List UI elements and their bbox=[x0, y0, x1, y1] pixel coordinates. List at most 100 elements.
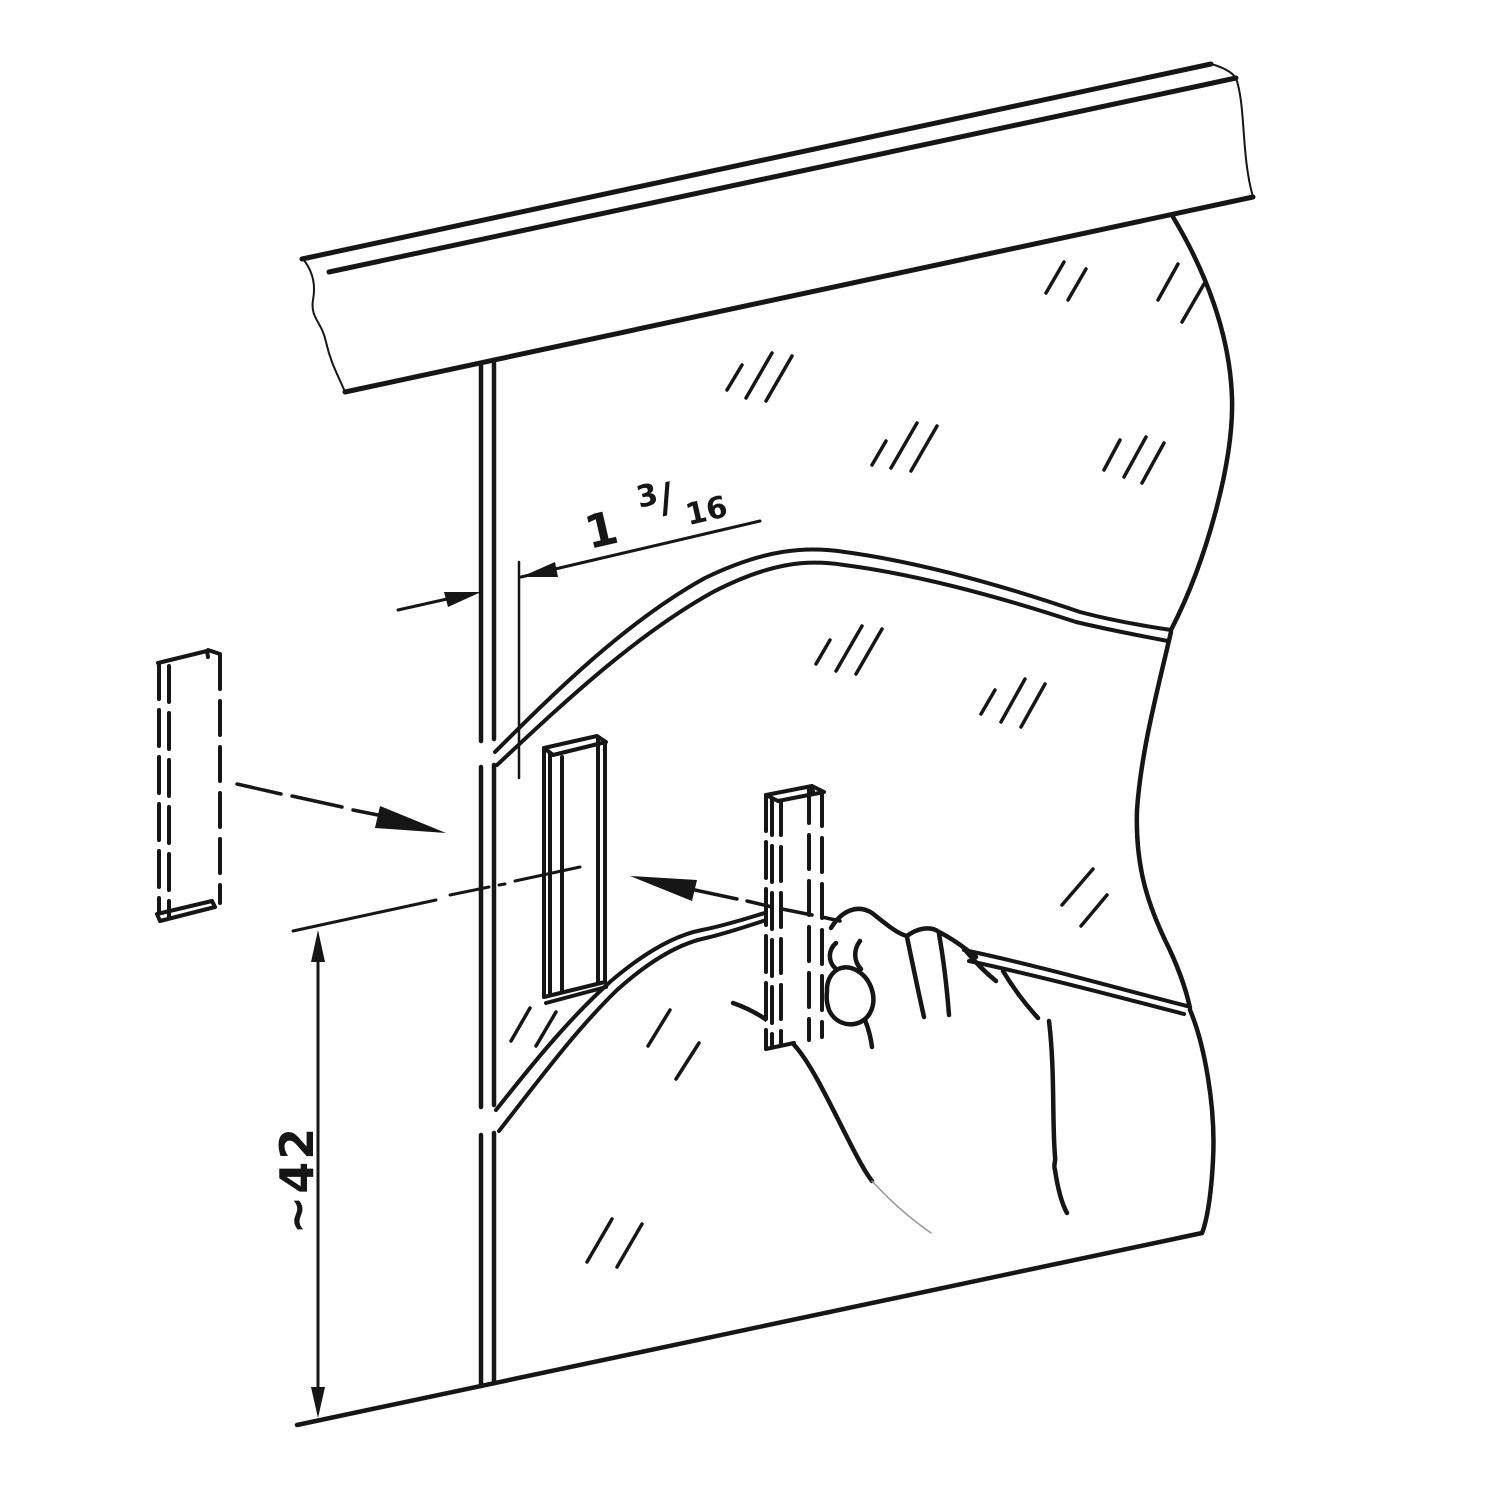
hatch-stroke bbox=[1180, 282, 1206, 324]
arrowhead-icon bbox=[521, 562, 558, 577]
hatch-stroke bbox=[725, 363, 744, 392]
glass-reflection-hatch bbox=[814, 624, 884, 676]
thumb-tip bbox=[824, 965, 876, 1027]
held-clip bbox=[764, 784, 826, 1051]
wrist-right-outline bbox=[1046, 1018, 1070, 1216]
rail-left-break-line bbox=[302, 258, 346, 393]
break-upper-line-2 bbox=[495, 560, 1170, 767]
insertion-arrow-left bbox=[235, 782, 446, 833]
hatch-stroke bbox=[1140, 441, 1166, 485]
glass-right-edge-lower bbox=[1187, 1007, 1216, 1236]
hatch-stroke bbox=[764, 354, 794, 403]
break-lower-left-line-2 bbox=[497, 911, 791, 1133]
fingertip-curl bbox=[1000, 968, 1041, 1021]
glass-break-upper bbox=[493, 547, 1173, 767]
hatch-stroke bbox=[1102, 438, 1122, 472]
glass-break-lower bbox=[494, 904, 1189, 1133]
hatch-stroke bbox=[534, 1010, 558, 1048]
held-clip-body bbox=[766, 791, 824, 1049]
hatch-stroke bbox=[889, 421, 919, 470]
glass-reflection-hatch bbox=[1060, 867, 1109, 928]
break-upper-line-1 bbox=[493, 547, 1173, 754]
glass-reflection-hatch bbox=[870, 421, 939, 473]
finger-crease bbox=[936, 931, 952, 1018]
hatch-stroke bbox=[585, 1217, 614, 1264]
dim-height-label: ~42 bbox=[270, 1126, 324, 1235]
hatch-stroke bbox=[854, 627, 884, 676]
spare-clip bbox=[155, 648, 222, 923]
held-clip-bottom-edge bbox=[764, 1041, 796, 1051]
finger-crease bbox=[904, 934, 927, 1020]
spare-clip-bottom-edge bbox=[155, 899, 217, 923]
arrowhead-icon bbox=[444, 592, 481, 607]
hatch-stroke bbox=[1122, 435, 1148, 479]
hatch-stroke bbox=[1060, 867, 1095, 907]
rail-top-edge bbox=[299, 61, 1214, 262]
break-lower-right-line-1 bbox=[962, 948, 1189, 1008]
glass-bottom-edge bbox=[294, 1230, 1205, 1428]
break-lower-right-line-2 bbox=[967, 959, 1186, 1016]
dimension-width: 1 3 / 16 bbox=[396, 474, 762, 780]
hatch-stroke bbox=[674, 1041, 701, 1081]
thumb-knuckle-crease bbox=[853, 938, 864, 972]
spare-clip-top-edge bbox=[156, 648, 222, 665]
hatch-stroke bbox=[870, 439, 888, 467]
hatch-stroke bbox=[999, 677, 1027, 724]
dim-width-right-line bbox=[519, 519, 762, 579]
glass-reflection-hatch bbox=[1102, 435, 1166, 485]
hatch-stroke bbox=[615, 1222, 644, 1269]
glass-right-edge-middle bbox=[1134, 629, 1193, 1011]
spare-clip-body bbox=[157, 652, 220, 914]
arrow-dash-line bbox=[745, 899, 842, 923]
dim-width-denominator: 16 bbox=[682, 490, 731, 533]
fingertip-curl bbox=[963, 948, 999, 984]
centerline bbox=[291, 865, 582, 933]
glass-reflection-hatch bbox=[509, 1006, 558, 1048]
hatch-stroke bbox=[509, 1006, 532, 1043]
hatch-stroke bbox=[979, 688, 997, 716]
hatch-stroke bbox=[1044, 260, 1066, 295]
glass-reflection-hatch bbox=[1044, 260, 1088, 302]
hatch-stroke bbox=[1079, 893, 1109, 928]
glass-reflection-hatch bbox=[979, 677, 1047, 729]
hand bbox=[824, 906, 1070, 1216]
hatch-stroke bbox=[744, 351, 774, 400]
dim-width-whole: 1 bbox=[580, 500, 623, 560]
hand-behind bbox=[730, 1000, 932, 1234]
thumb-base-line bbox=[862, 1017, 875, 1050]
hatch-stroke bbox=[909, 424, 939, 473]
hatch-stroke bbox=[1019, 682, 1047, 729]
rail-top-face-edge bbox=[326, 75, 1239, 275]
wall-profile bbox=[478, 360, 497, 1389]
hatch-stroke bbox=[646, 1008, 672, 1048]
dim-width-left-line bbox=[396, 597, 449, 612]
glass-reflection-hatch bbox=[725, 351, 794, 403]
arrow-dash-line bbox=[235, 782, 380, 817]
glass-reflection-hatch bbox=[585, 1217, 644, 1269]
rail-right-break-line bbox=[1210, 63, 1254, 198]
hatch-stroke bbox=[814, 638, 832, 666]
arrowhead-icon bbox=[630, 876, 697, 901]
rail-bottom-edge bbox=[342, 194, 1256, 395]
insertion-arrow-right bbox=[630, 876, 842, 923]
hand-top-contour bbox=[828, 906, 979, 960]
mounted-clip-bottom-edge bbox=[542, 980, 608, 1005]
arrowhead-icon bbox=[311, 1387, 325, 1418]
glass-panel bbox=[294, 214, 1235, 1428]
wrist-fade-line bbox=[871, 1180, 932, 1234]
glass-hatches bbox=[509, 260, 1206, 1269]
top-rail bbox=[299, 61, 1256, 395]
glass-right-edge-upper bbox=[1168, 214, 1235, 633]
arrowhead-icon bbox=[311, 930, 325, 962]
arrow-tail-line bbox=[693, 888, 739, 901]
thumb-knuckle-crease bbox=[827, 940, 839, 971]
hatch-stroke bbox=[834, 624, 864, 673]
hatch-stroke bbox=[1066, 267, 1088, 302]
centerline-dashdot bbox=[448, 865, 582, 897]
dimension-height: ~42 bbox=[270, 930, 325, 1418]
glass-reflection-hatch bbox=[1156, 262, 1206, 324]
centerline-solid bbox=[291, 898, 438, 933]
arrowhead-icon bbox=[375, 806, 446, 833]
